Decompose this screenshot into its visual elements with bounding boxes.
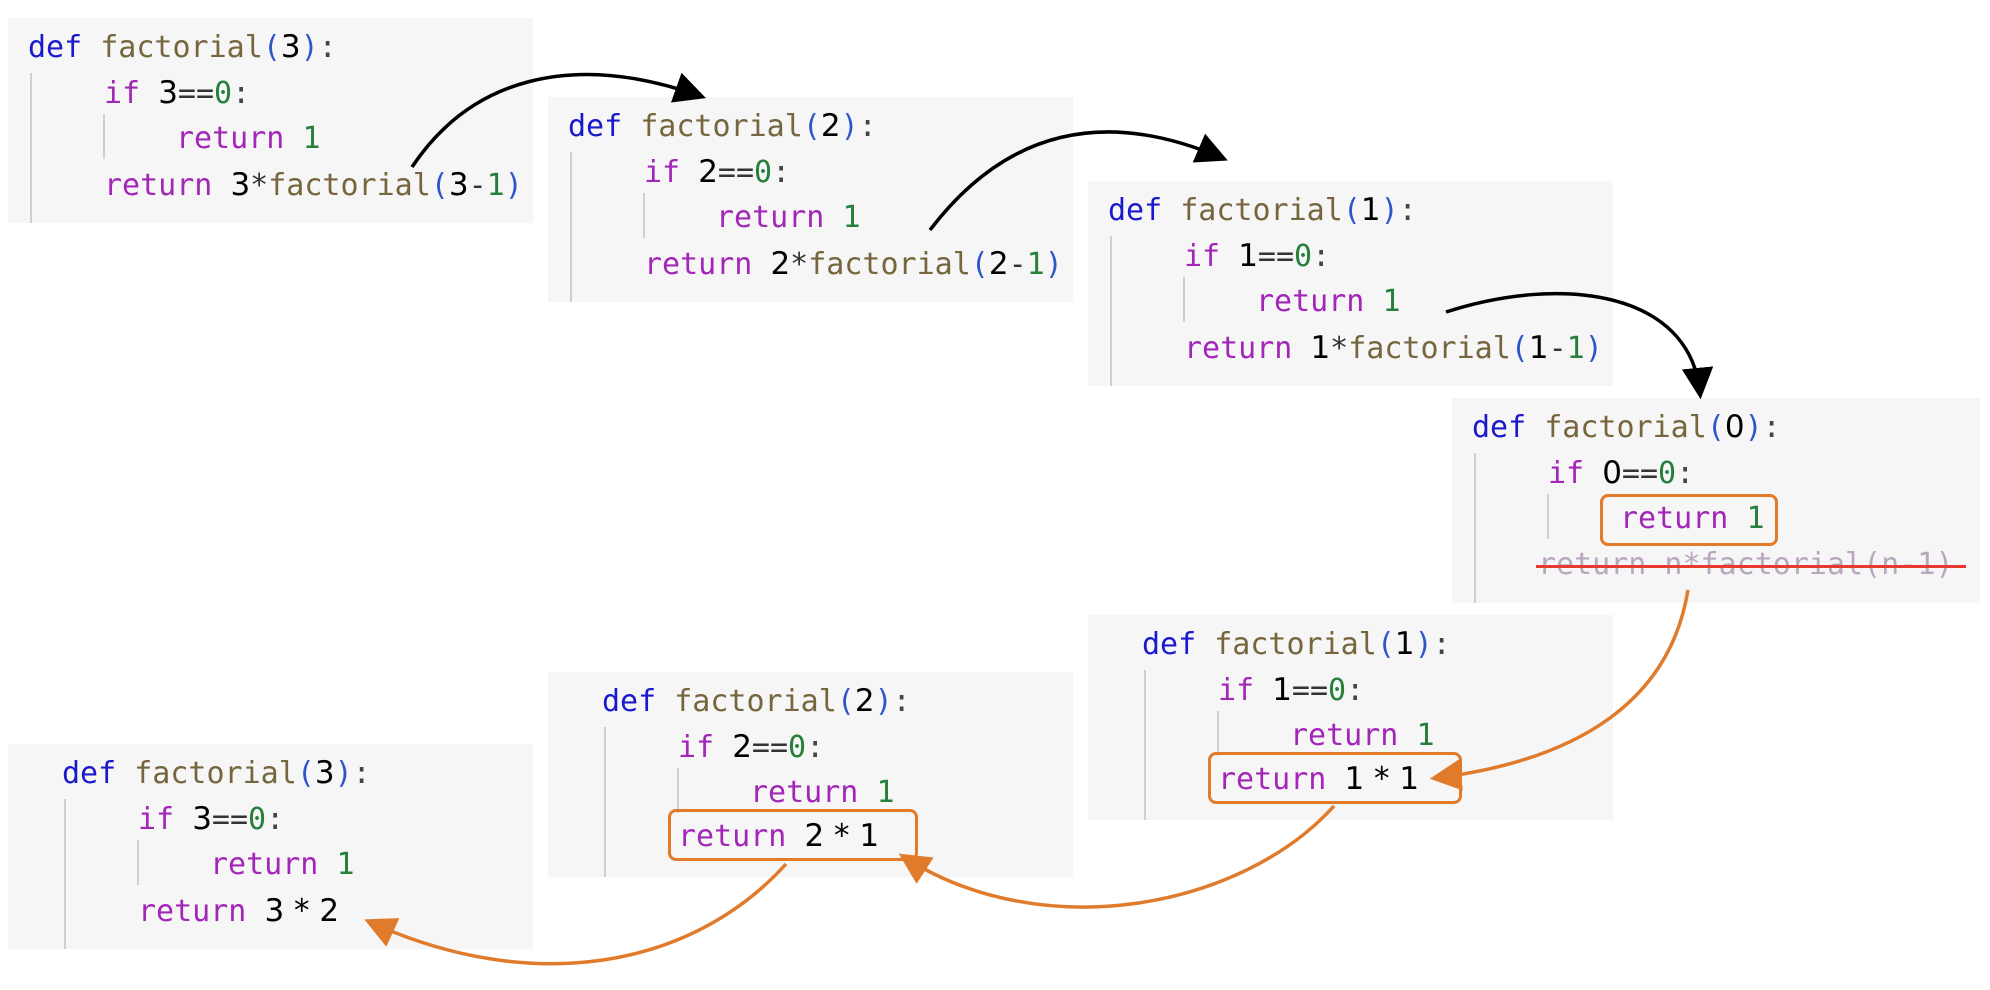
def-line: def factorial(3): — [62, 755, 371, 791]
recursive-return-line: return 1*factorial(1-1) — [1184, 330, 1603, 366]
if-line: if 3==0: — [104, 75, 251, 111]
code-panel-call-0: def factorial(0): if 0==0: return 1 retu… — [1452, 398, 1980, 603]
indent-guide — [570, 152, 572, 302]
indent-guide — [643, 193, 645, 238]
evaluated-return-line: return 2 * 1 — [678, 818, 880, 854]
indent-guide — [64, 799, 66, 949]
def-line: def factorial(3): — [28, 29, 337, 65]
indent-guide — [677, 768, 679, 813]
if-line: if 0==0: — [1548, 455, 1695, 491]
def-line: def factorial(1): — [1108, 192, 1417, 228]
evaluated-return-line: return 1 * 1 — [1218, 761, 1420, 797]
indent-guide — [1144, 670, 1146, 820]
if-line: if 1==0: — [1218, 672, 1365, 708]
indent-guide — [103, 114, 105, 159]
struck-recursive-return-line: return n*factorial(n-1) — [1538, 547, 1954, 582]
code-panel-call-1: def factorial(1): if 1==0: return 1 retu… — [1088, 181, 1613, 386]
code-panel-call-3: def factorial(3): if 3==0: return 1 retu… — [8, 18, 533, 223]
if-line: if 3==0: — [138, 801, 285, 837]
def-line: def factorial(0): — [1472, 409, 1781, 445]
base-case-highlight-box — [1600, 494, 1778, 546]
code-panel-return-2: def factorial(2): if 2==0: return 1 retu… — [548, 672, 1073, 877]
recursive-return-line: return 3*factorial(3-1) — [104, 167, 523, 203]
return-one-line: return 1 — [1256, 284, 1401, 319]
return-one-line: return 1 — [210, 847, 355, 882]
if-line: if 2==0: — [644, 154, 791, 190]
code-panel-return-3: def factorial(3): if 3==0: return 1 retu… — [8, 744, 533, 949]
indent-guide — [1217, 711, 1219, 756]
indent-guide — [1110, 236, 1112, 386]
return-one-line: return 1 — [1290, 718, 1435, 753]
return-one-line: return 1 — [716, 200, 861, 235]
strike-through-line — [1536, 565, 1966, 568]
indent-guide — [1547, 494, 1549, 539]
return-one-line: return 1 — [750, 775, 895, 810]
final-return-line: return 3 * 2 — [138, 893, 340, 929]
return-one-line: return 1 — [176, 121, 321, 156]
if-line: if 2==0: — [678, 729, 825, 765]
def-line: def factorial(1): — [1142, 626, 1451, 662]
recursive-return-line: return 2*factorial(2-1) — [644, 246, 1063, 282]
def-line: def factorial(2): — [602, 683, 911, 719]
if-line: if 1==0: — [1184, 238, 1331, 274]
code-panel-call-2: def factorial(2): if 2==0: return 1 retu… — [548, 97, 1073, 302]
base-case-return-line: return 1 — [1620, 501, 1765, 536]
indent-guide — [1474, 453, 1476, 603]
def-line: def factorial(2): — [568, 108, 877, 144]
indent-guide — [1183, 277, 1185, 322]
code-panel-return-1: def factorial(1): if 1==0: return 1 retu… — [1088, 615, 1613, 820]
indent-guide — [604, 727, 606, 877]
indent-guide — [30, 73, 32, 223]
indent-guide — [137, 840, 139, 885]
